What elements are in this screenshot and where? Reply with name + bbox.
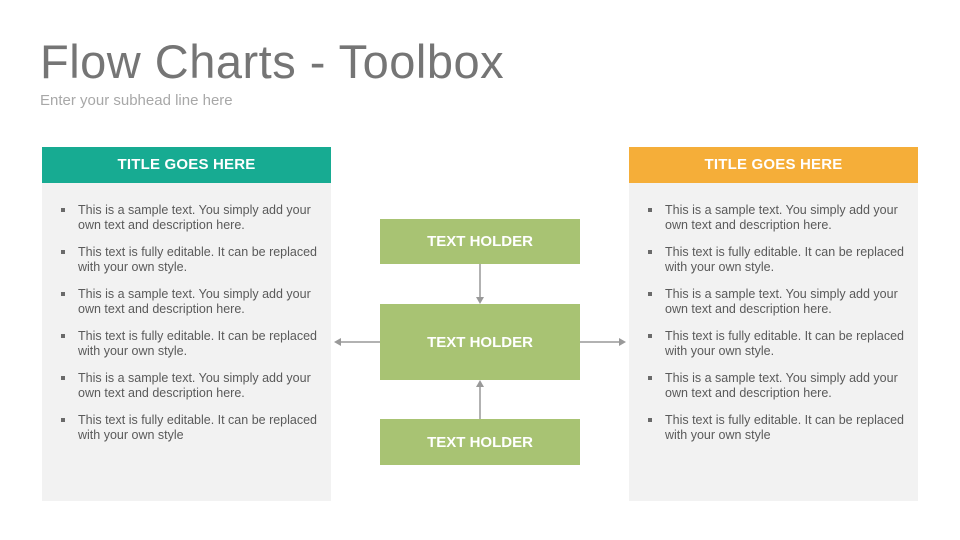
- list-item: This is a sample text. You simply add yo…: [61, 287, 317, 329]
- left-panel: TITLE GOES HERE This is a sample text. Y…: [42, 147, 331, 501]
- arrowhead-left-icon: [334, 338, 341, 346]
- list-item: This text is fully editable. It can be r…: [648, 329, 904, 371]
- list-item: This text is fully editable. It can be r…: [648, 245, 904, 287]
- list-item: This text is fully editable. It can be r…: [61, 329, 317, 371]
- arrowhead-right-icon: [619, 338, 626, 346]
- text-holder-bottom: TEXT HOLDER: [380, 419, 580, 465]
- list-item: This is a sample text. You simply add yo…: [648, 371, 904, 413]
- text-holder-top: TEXT HOLDER: [380, 219, 580, 264]
- list-item: This is a sample text. You simply add yo…: [61, 371, 317, 413]
- left-panel-title: TITLE GOES HERE: [42, 147, 331, 183]
- list-item: This text is fully editable. It can be r…: [61, 413, 317, 455]
- list-item: This is a sample text. You simply add yo…: [61, 203, 317, 245]
- page-subtitle: Enter your subhead line here: [40, 92, 233, 109]
- arrowhead-down-icon: [476, 297, 484, 304]
- right-panel: TITLE GOES HERE This is a sample text. Y…: [629, 147, 918, 501]
- list-item: This text is fully editable. It can be r…: [648, 413, 904, 455]
- page-title: Flow Charts - Toolbox: [40, 35, 505, 88]
- list-item: This text is fully editable. It can be r…: [61, 245, 317, 287]
- right-panel-list: This is a sample text. You simply add yo…: [629, 183, 918, 455]
- list-item: This is a sample text. You simply add yo…: [648, 203, 904, 245]
- arrowhead-up-icon: [476, 380, 484, 387]
- text-holder-middle: TEXT HOLDER: [380, 304, 580, 380]
- left-panel-list: This is a sample text. You simply add yo…: [42, 183, 331, 455]
- list-item: This is a sample text. You simply add yo…: [648, 287, 904, 329]
- right-panel-title: TITLE GOES HERE: [629, 147, 918, 183]
